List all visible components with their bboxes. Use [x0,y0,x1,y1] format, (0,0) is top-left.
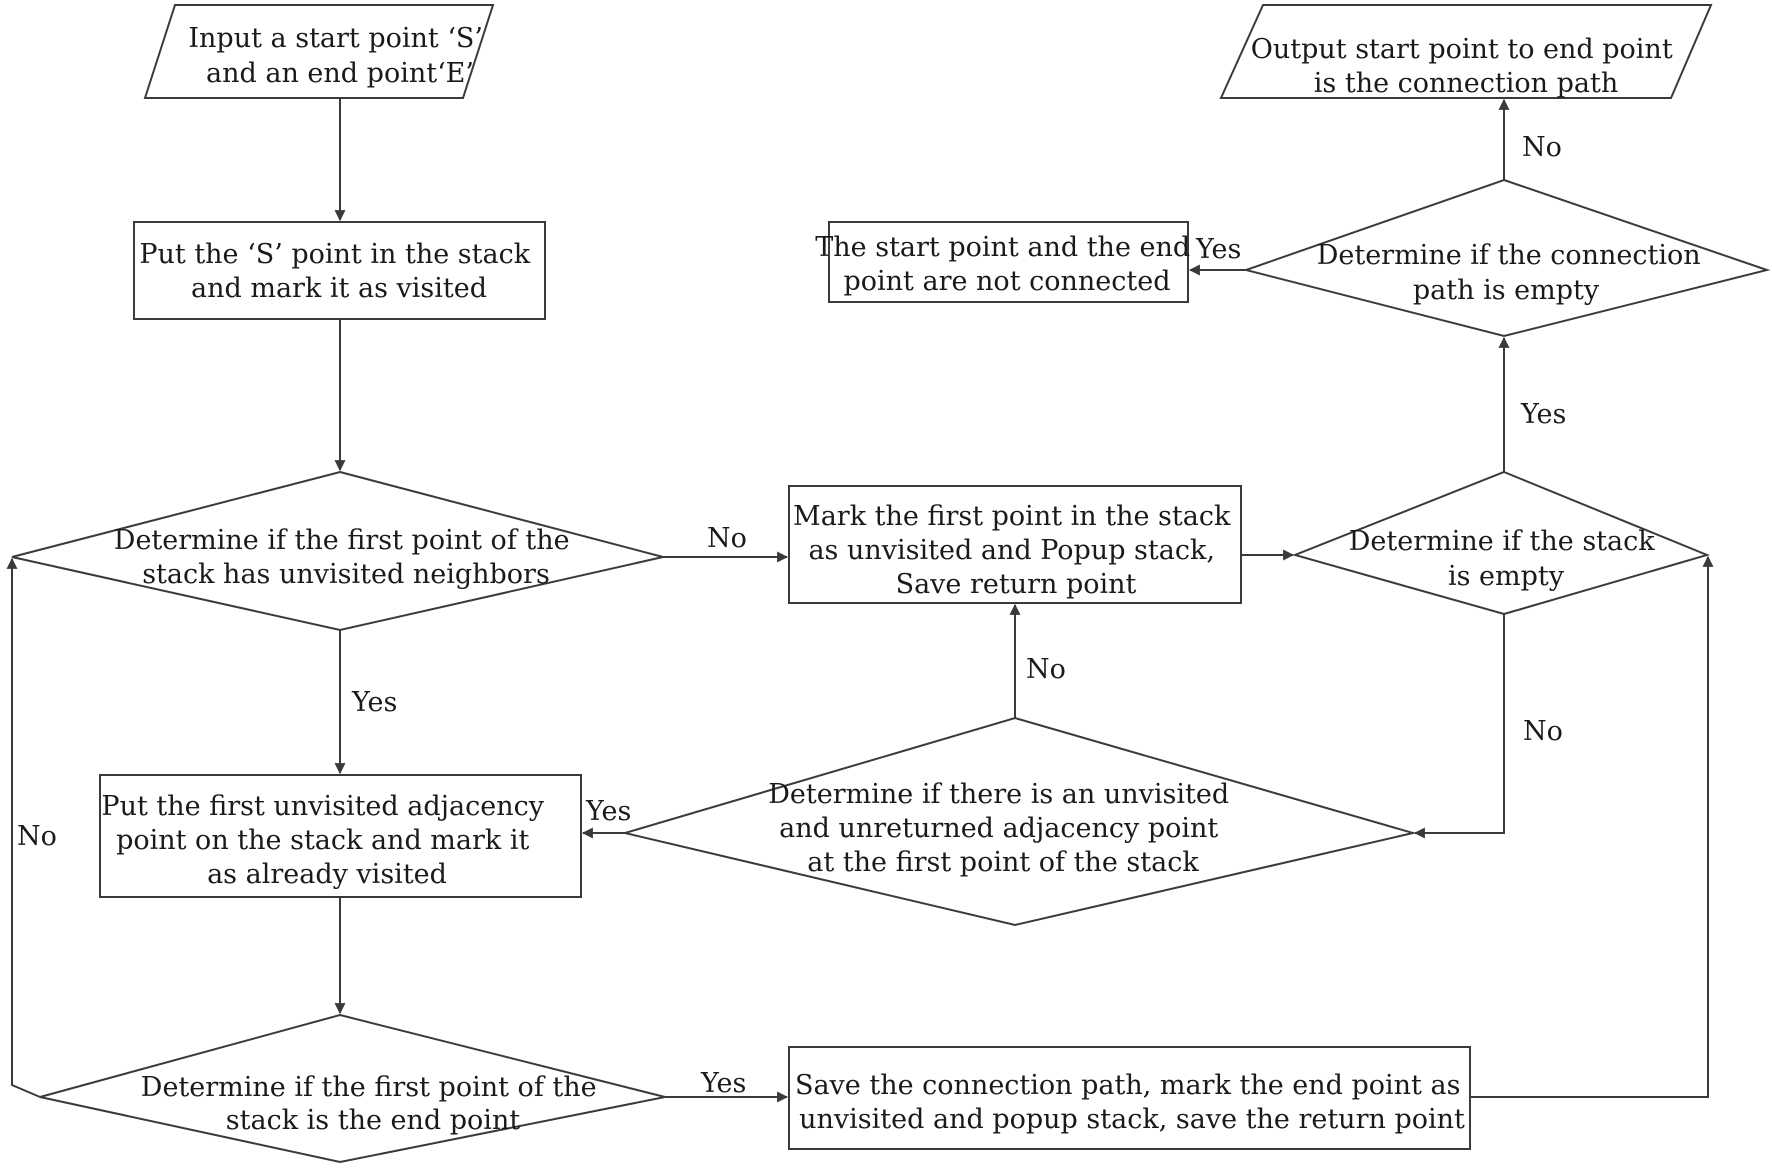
put-s-box: Put the ‘S’ point in the stack and mark … [133,221,546,320]
check-path-empty-diamond: Determine if the connection path is empt… [1242,178,1771,338]
mark-unvisited-box: Mark the first point in the stack as unv… [788,485,1242,604]
check-path-empty-text: Determine if the connection path is empt… [1317,240,1710,306]
edge-save-to-stack-empty [1470,555,1714,1098]
label-unreturned-no: No [1026,654,1066,685]
not-connected-box: The start point and the end point are no… [815,221,1199,303]
input-text: Input a start point ‘S’ and an end point… [188,23,491,89]
label-end-no: No [17,821,57,852]
label-neighbors-yes: Yes [351,687,397,718]
label-stack-empty-yes: Yes [1520,399,1566,430]
label-path-empty-yes: Yes [1195,234,1241,265]
not-connected-text: The start point and the end point are no… [815,232,1199,297]
edge-end-no [6,557,41,1098]
output-parallelogram: Output start point to end point is the c… [1219,4,1713,99]
mark-unvisited-text: Mark the first point in the stack as unv… [793,501,1239,600]
edge-labels: No Yes Yes No Yes No Yes No Yes No [17,132,1566,1099]
check-stack-empty-text: Determine if the stack is empty [1349,526,1663,592]
connectors [6,98,1714,1103]
label-path-empty-no: No [1522,132,1562,163]
check-stack-empty-diamond: Determine if the stack is empty [1291,470,1711,616]
input-parallelogram: Input a start point ‘S’ and an end point… [143,4,495,99]
output-text: Output start point to end point is the c… [1251,34,1682,99]
put-adjacent-text: Put the first unvisited adjacency point … [101,791,552,890]
save-path-text: Save the connection path, mark the end p… [795,1070,1469,1135]
check-unreturned-diamond: Determine if there is an unvisited and u… [621,716,1417,927]
label-end-yes: Yes [700,1068,746,1099]
check-neighbors-text: Determine if the first point of the stac… [114,525,578,590]
label-neighbors-no: No [707,523,747,554]
check-end-diamond: Determine if the first point of the stac… [39,1013,666,1164]
edge-stack-empty-no [1413,614,1505,839]
save-path-box: Save the connection path, mark the end p… [788,1046,1471,1150]
check-neighbors-diamond: Determine if the first point of the stac… [11,470,664,632]
label-unreturned-yes: Yes [585,796,631,827]
check-end-text: Determine if the first point of the stac… [141,1072,605,1136]
put-adjacent-box: Put the first unvisited adjacency point … [99,774,582,898]
check-unreturned-text: Determine if there is an unvisited and u… [768,779,1237,878]
put-s-text: Put the ‘S’ point in the stack and mark … [139,239,538,304]
label-stack-empty-no: No [1523,716,1563,747]
